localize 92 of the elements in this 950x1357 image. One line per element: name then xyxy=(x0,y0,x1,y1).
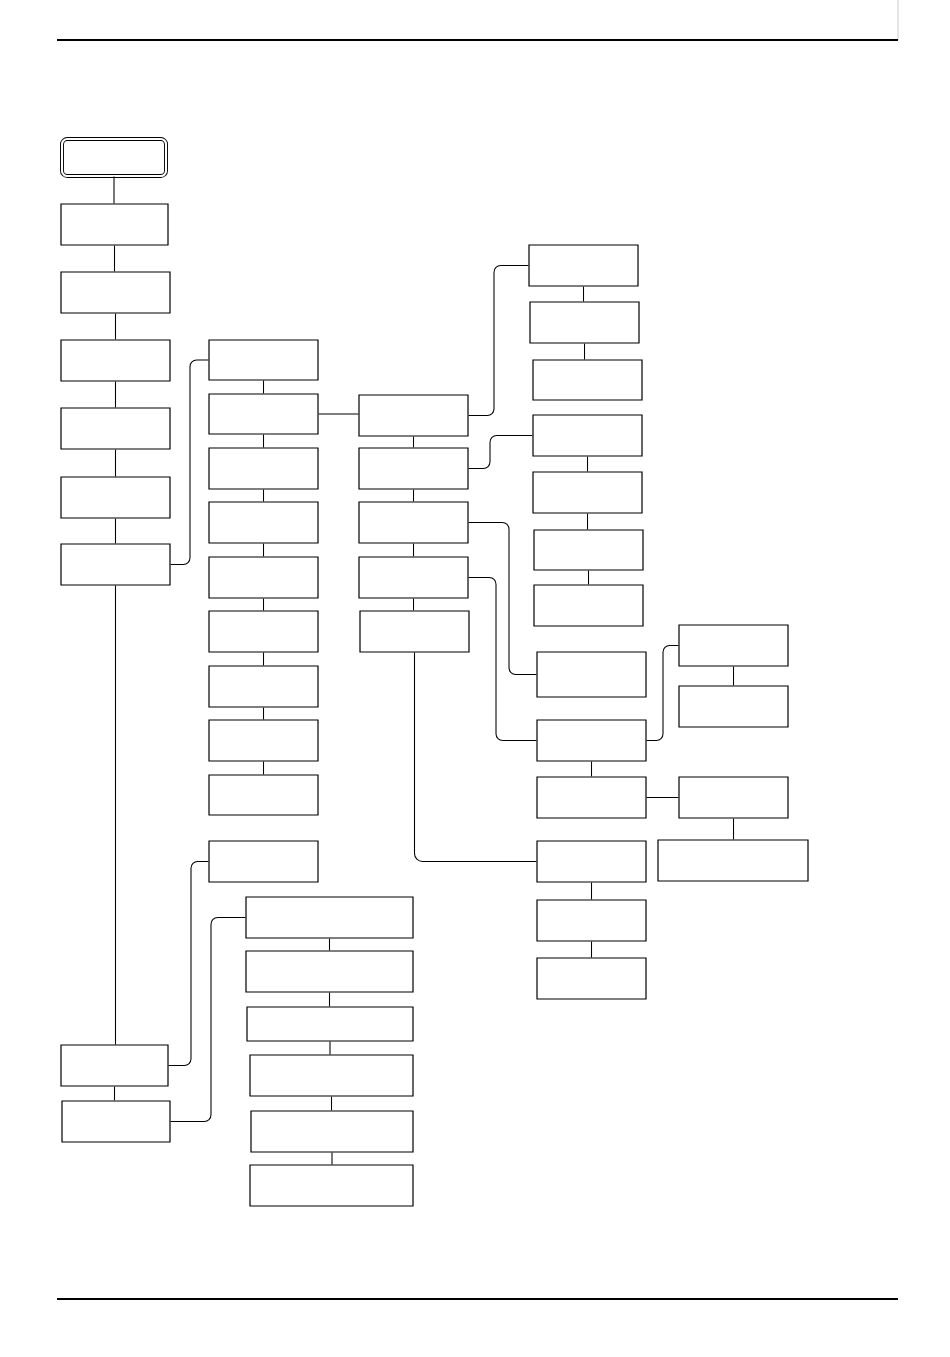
empty-box xyxy=(250,1110,414,1153)
connector-line xyxy=(262,543,265,557)
empty-box xyxy=(536,957,647,1000)
connector-line xyxy=(412,436,415,448)
empty-box xyxy=(208,447,319,490)
empty-box xyxy=(60,476,171,519)
connector-line xyxy=(590,882,593,900)
empty-box xyxy=(60,271,171,314)
connector-line xyxy=(468,576,537,742)
connector-line xyxy=(732,818,735,840)
empty-box xyxy=(208,610,319,653)
empty-box xyxy=(60,203,169,246)
empty-box xyxy=(536,719,647,762)
empty-box xyxy=(536,776,647,819)
connector-line xyxy=(114,313,117,340)
connector-line xyxy=(262,761,265,775)
empty-box xyxy=(533,584,644,627)
empty-box xyxy=(208,501,319,544)
connector-line xyxy=(168,860,209,1067)
connector-line xyxy=(328,938,331,951)
empty-box xyxy=(208,774,319,816)
connector-line xyxy=(114,449,117,477)
empty-box xyxy=(245,950,414,993)
connector-line xyxy=(170,916,246,1123)
connector-line xyxy=(329,1041,331,1055)
connector-line xyxy=(587,570,590,585)
connector-line xyxy=(328,992,331,1007)
connector-line xyxy=(468,521,537,676)
empty-box xyxy=(60,407,171,450)
empty-box xyxy=(358,394,469,437)
connector-line xyxy=(113,175,115,204)
empty-box xyxy=(533,529,644,571)
empty-box xyxy=(536,899,647,942)
empty-box xyxy=(532,471,643,514)
empty-box xyxy=(359,610,470,653)
empty-box xyxy=(208,665,319,708)
empty-box xyxy=(678,685,789,728)
connector-line xyxy=(262,434,265,448)
empty-box xyxy=(678,624,789,667)
connector-line xyxy=(114,381,117,408)
empty-box xyxy=(358,556,469,599)
connector-line xyxy=(646,796,679,799)
connector-line xyxy=(114,518,117,544)
connector-line xyxy=(412,543,415,557)
empty-box xyxy=(532,414,643,457)
connector-line xyxy=(468,434,533,470)
empty-box xyxy=(358,501,469,544)
connector-line xyxy=(262,707,265,720)
connector-line xyxy=(262,380,265,394)
connector-line xyxy=(468,264,529,417)
empty-box xyxy=(208,393,319,435)
connector-line xyxy=(170,359,209,566)
empty-box xyxy=(536,651,647,698)
empty-box xyxy=(249,1164,414,1207)
empty-box xyxy=(532,359,643,401)
connector-line xyxy=(590,941,593,958)
empty-box xyxy=(246,1006,414,1042)
connector-line xyxy=(582,286,585,302)
connector-line xyxy=(586,513,589,530)
empty-box xyxy=(657,839,809,882)
connector-line xyxy=(262,598,265,611)
empty-box xyxy=(249,1054,414,1097)
connector-line xyxy=(412,489,415,502)
empty-box xyxy=(528,244,639,287)
connector-line xyxy=(590,761,593,777)
empty-box xyxy=(678,776,789,819)
empty-box xyxy=(61,1100,171,1143)
empty-box xyxy=(245,896,414,939)
connector-line xyxy=(413,652,537,863)
empty-box xyxy=(358,447,469,490)
connector-line xyxy=(262,652,265,666)
empty-box xyxy=(208,719,319,762)
connector-line xyxy=(583,343,586,360)
connector-line xyxy=(318,413,359,415)
empty-box xyxy=(208,840,319,883)
connector-line xyxy=(113,1086,116,1101)
empty-box xyxy=(208,339,319,381)
connector-line xyxy=(330,1096,333,1111)
empty-box xyxy=(60,1044,169,1087)
empty-box xyxy=(529,301,640,344)
empty-box xyxy=(60,339,171,382)
connector-line xyxy=(114,585,117,1045)
connector-line xyxy=(412,598,415,611)
connector-line xyxy=(732,666,735,686)
empty-box xyxy=(60,543,171,586)
connector-line xyxy=(113,245,116,272)
connector-line xyxy=(586,456,589,472)
connector-line xyxy=(331,1152,333,1165)
empty-box xyxy=(208,556,319,599)
rounded-box xyxy=(60,137,168,178)
connector-line xyxy=(262,489,265,502)
empty-box xyxy=(536,840,647,883)
